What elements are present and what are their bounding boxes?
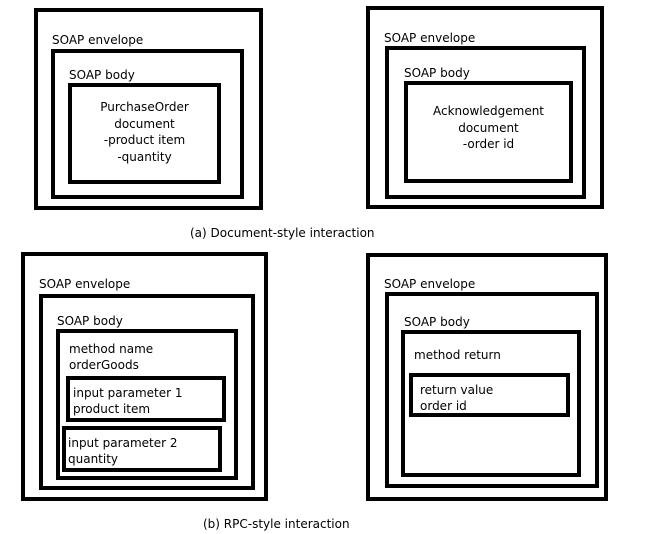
caption-document-style: (a) Document-style interaction bbox=[190, 226, 375, 240]
method-name-value: orderGoods bbox=[69, 358, 139, 372]
document-field: -order id bbox=[462, 137, 515, 151]
document-title: PurchaseOrder bbox=[100, 100, 189, 114]
document-line: document bbox=[114, 116, 175, 131]
parameter-label: input parameter 2 bbox=[68, 436, 178, 450]
rpc-response-envelope: SOAP envelope SOAP body method return re… bbox=[366, 253, 608, 501]
envelope-label: SOAP envelope bbox=[384, 31, 476, 45]
doc-response-body: SOAP body Acknowledgement document -orde… bbox=[385, 46, 586, 199]
parameter-text: input parameter 1 product item bbox=[73, 385, 182, 417]
acknowledgement-text: Acknowledgement document -order id bbox=[408, 103, 569, 153]
return-value-label: return value bbox=[420, 383, 494, 397]
body-label: SOAP body bbox=[69, 68, 135, 82]
parameter-text: input parameter 2 quantity bbox=[68, 435, 177, 467]
body-label: SOAP body bbox=[404, 315, 470, 329]
purchase-order-text: PurchaseOrder document -product item -qu… bbox=[72, 99, 217, 165]
doc-response-envelope: SOAP envelope SOAP body Acknowledgement … bbox=[366, 6, 604, 209]
method-return-label: method return bbox=[414, 348, 501, 362]
rpc-response-body: SOAP body method return return value ord… bbox=[385, 292, 599, 488]
doc-request-envelope: SOAP envelope SOAP body PurchaseOrder do… bbox=[34, 8, 263, 210]
method-name-label: method name bbox=[69, 342, 154, 356]
rpc-request-envelope: SOAP envelope SOAP body method name orde… bbox=[21, 252, 268, 501]
return-value-value: order id bbox=[420, 399, 467, 413]
envelope-label: SOAP envelope bbox=[52, 33, 144, 47]
envelope-label: SOAP envelope bbox=[39, 277, 131, 291]
document-field: -quantity bbox=[117, 149, 172, 164]
input-parameter-2: input parameter 2 quantity bbox=[62, 426, 222, 472]
body-label: SOAP body bbox=[57, 314, 123, 328]
document-title: Acknowledgement bbox=[432, 104, 545, 118]
parameter-value: product item bbox=[73, 402, 151, 416]
doc-request-body: SOAP body PurchaseOrder document -produc… bbox=[51, 49, 244, 199]
return-value: return value order id bbox=[409, 373, 570, 417]
document-line: document bbox=[458, 120, 519, 135]
input-parameter-1: input parameter 1 product item bbox=[66, 376, 226, 422]
rpc-request-body: SOAP body method name orderGoods input p… bbox=[39, 294, 255, 490]
parameter-value: quantity bbox=[68, 452, 119, 466]
method-call: method name orderGoods input parameter 1… bbox=[56, 329, 238, 480]
document-field: -product item bbox=[103, 133, 186, 147]
purchase-order-document: PurchaseOrder document -product item -qu… bbox=[68, 83, 221, 184]
acknowledgement-document: Acknowledgement document -order id bbox=[404, 81, 573, 183]
body-label: SOAP body bbox=[404, 66, 470, 80]
parameter-label: input parameter 1 bbox=[73, 386, 183, 400]
return-value-text: return value order id bbox=[420, 382, 493, 414]
method-return: method return return value order id bbox=[401, 330, 581, 477]
envelope-label: SOAP envelope bbox=[384, 277, 476, 291]
method-name-block: method name orderGoods bbox=[69, 341, 153, 373]
caption-rpc-style: (b) RPC-style interaction bbox=[203, 517, 350, 531]
